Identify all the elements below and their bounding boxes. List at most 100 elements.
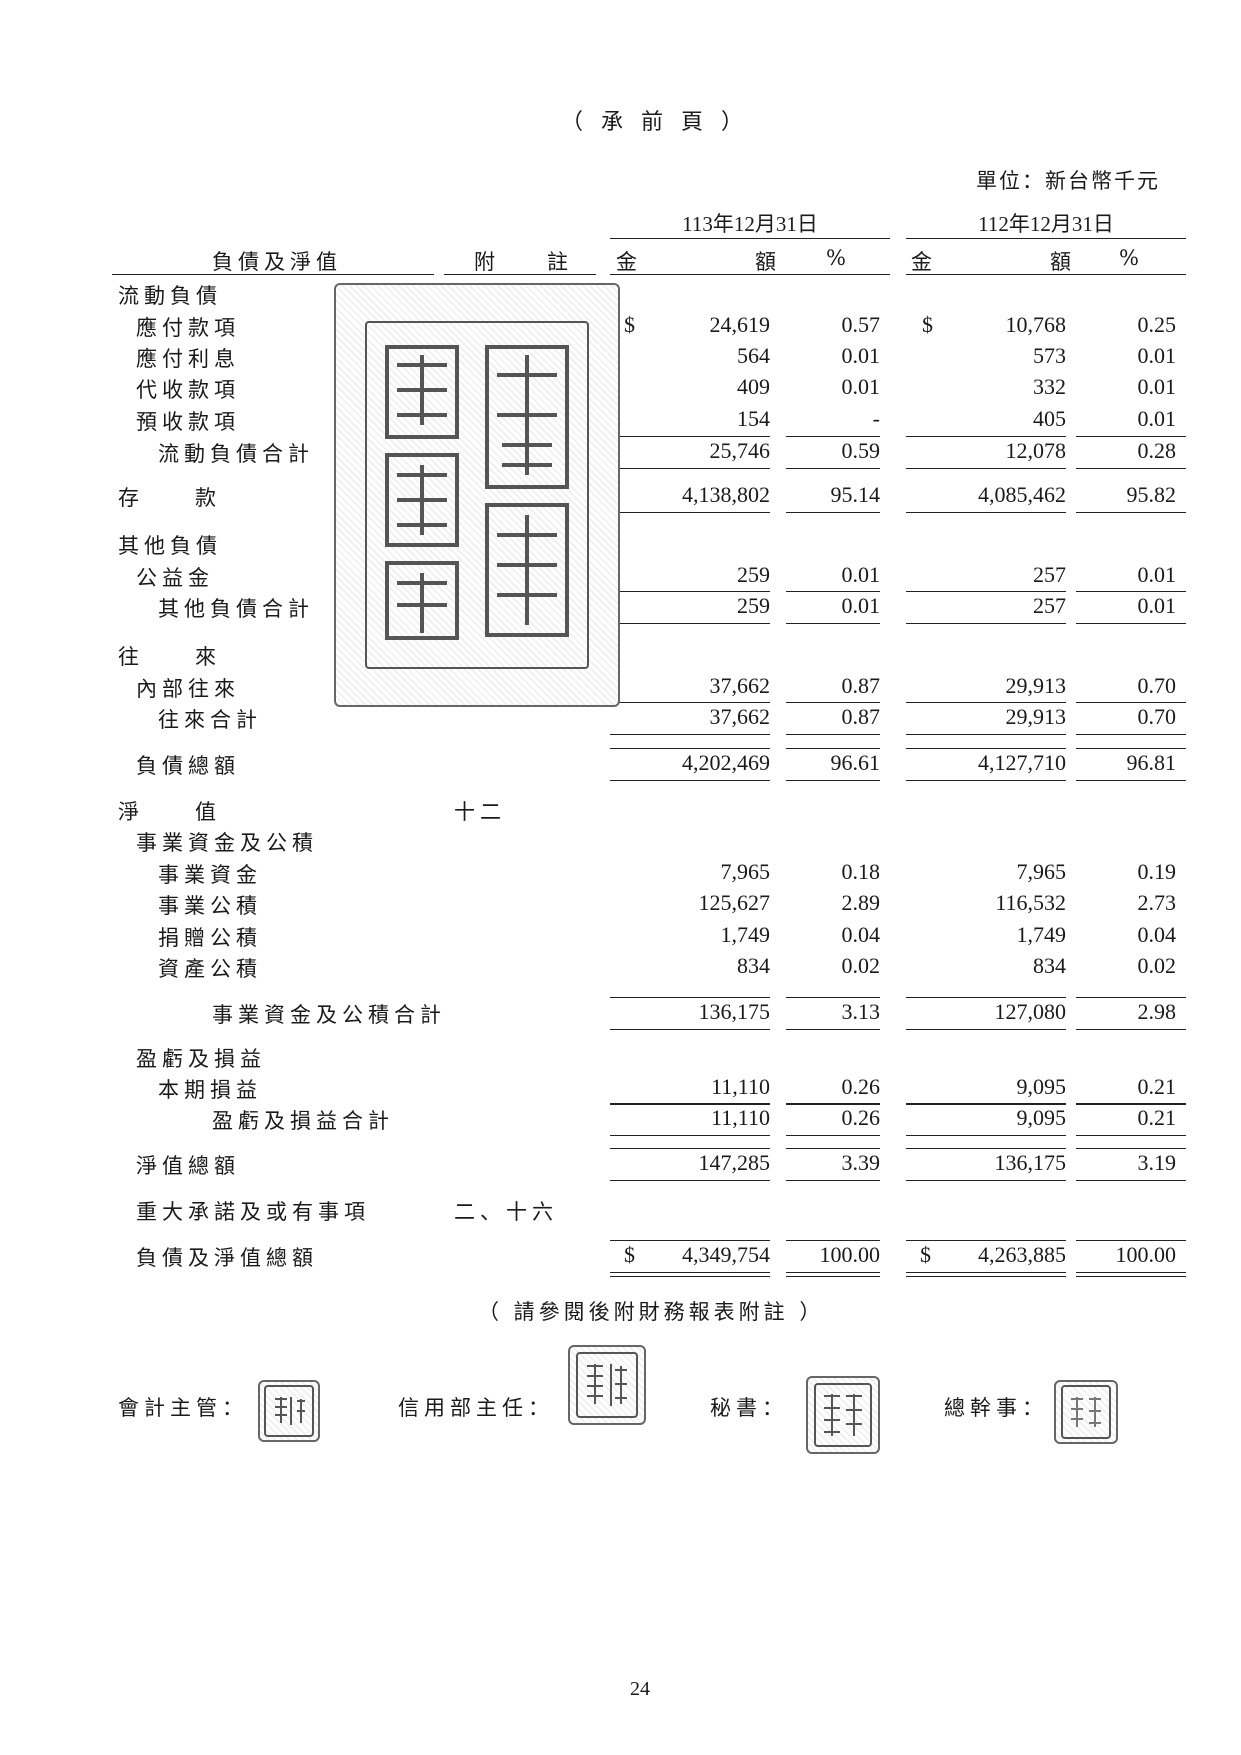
row-label: 內部往來 xyxy=(136,677,240,701)
seal-glyph-icon xyxy=(274,1396,305,1425)
amount-cell: 1,749 xyxy=(720,922,771,947)
row-label: 預收款項 xyxy=(136,410,240,434)
subtotal-rule xyxy=(610,1104,770,1105)
amount-cell: 100.00 xyxy=(819,1242,881,1267)
amount-cell: 0.01 xyxy=(1137,374,1177,399)
amount-cell: 10,768 xyxy=(1005,312,1067,337)
amount-cell: 2.98 xyxy=(1137,999,1177,1024)
amount-cell: 136,175 xyxy=(698,999,771,1024)
subtotal-rule xyxy=(786,1104,880,1105)
subtotal-rule xyxy=(906,623,1066,624)
amount-cell: 29,913 xyxy=(1005,704,1067,729)
row-label: 事業資金 xyxy=(158,863,262,887)
subtotal-rule xyxy=(906,1240,1066,1241)
amount-cell: 573 xyxy=(1033,343,1066,368)
amount-cell: 25,746 xyxy=(709,438,771,463)
company-seal-stamp xyxy=(334,283,620,707)
row-label: 往來 xyxy=(118,645,272,669)
amount-cell: 7,965 xyxy=(1016,859,1067,884)
amount-cell: 834 xyxy=(1033,953,1066,978)
amount-cell: 116,532 xyxy=(995,890,1066,915)
subtotal-rule xyxy=(786,512,880,513)
amount-cell: 0.02 xyxy=(1137,953,1177,978)
subtotal-rule xyxy=(906,1103,1066,1104)
amount-cell: 0.57 xyxy=(841,312,881,337)
continued-heading: （承前頁） xyxy=(561,110,762,135)
amount-cell: 0.04 xyxy=(1137,922,1177,947)
amount-cell: - xyxy=(872,406,880,431)
subtotal-rule xyxy=(1076,1104,1186,1105)
subtotal-rule xyxy=(1076,997,1186,998)
subtotal-rule xyxy=(786,436,880,437)
amount-cell: 147,285 xyxy=(698,1150,771,1175)
period-2024-underline xyxy=(610,238,890,239)
amount-cell: 4,202,469 xyxy=(682,750,770,775)
amount-cell: 0.01 xyxy=(841,374,881,399)
seal-glyph-icon xyxy=(384,344,569,640)
amount-cell: 0.19 xyxy=(1137,859,1177,884)
currency-symbol-2023: $ xyxy=(920,1242,931,1267)
amount-cell: 2.89 xyxy=(841,890,881,915)
amount-cell: 95.82 xyxy=(1126,482,1177,507)
subtotal-rule xyxy=(786,468,880,469)
row-label: 淨值總額 xyxy=(136,1154,240,1178)
amount-cell: 100.00 xyxy=(1115,1242,1177,1267)
subtotal-rule xyxy=(1076,1103,1186,1104)
subtotal-rule xyxy=(786,997,880,998)
subtotal-rule xyxy=(610,623,770,624)
header-rule-2024 xyxy=(610,274,890,275)
currency-symbol-2023: $ xyxy=(922,312,933,337)
amount-cell: 564 xyxy=(737,343,770,368)
row-label: 本期損益 xyxy=(158,1078,262,1102)
subtotal-rule xyxy=(610,780,770,781)
amount-cell: 3.19 xyxy=(1137,1150,1177,1175)
row-label: 應付利息 xyxy=(136,347,240,371)
column-amount-2023-heading: 金額 xyxy=(911,250,1189,274)
column-pct-2024-heading: % xyxy=(826,246,851,270)
amount-cell: 0.01 xyxy=(1137,343,1177,368)
page-number: 24 xyxy=(630,1678,650,1700)
row-label: 盈虧及損益合計 xyxy=(212,1109,394,1133)
amount-cell: 9,095 xyxy=(1016,1074,1067,1099)
signature-label-general-manager: 總幹事： xyxy=(944,1396,1048,1420)
subtotal-rule xyxy=(610,436,770,437)
subtotal-rule xyxy=(786,748,880,749)
subtotal-rule xyxy=(906,734,1066,735)
subtotal-rule xyxy=(906,512,1066,513)
seal-glyph-icon xyxy=(1070,1397,1101,1427)
subtotal-rule xyxy=(1076,623,1186,624)
header-rule-item xyxy=(112,274,434,275)
amount-cell: 0.28 xyxy=(1137,438,1177,463)
amount-cell: 95.14 xyxy=(830,482,881,507)
row-label: 事業資金及公積 xyxy=(136,831,318,855)
amount-cell: 37,662 xyxy=(709,673,771,698)
subtotal-rule xyxy=(786,1240,880,1241)
row-label: 淨值 xyxy=(118,800,272,824)
subtotal-rule xyxy=(786,1029,880,1030)
amount-cell: 0.01 xyxy=(1137,406,1177,431)
grand-total-double-rule xyxy=(906,1272,1066,1277)
subtotal-rule xyxy=(786,1103,880,1104)
subtotal-rule xyxy=(906,1180,1066,1181)
amount-cell: 0.01 xyxy=(1137,593,1177,618)
amount-cell: 136,175 xyxy=(994,1150,1067,1175)
subtotal-rule xyxy=(1076,512,1186,513)
row-label: 重大承諾及或有事項 xyxy=(136,1200,370,1224)
amount-cell: 0.02 xyxy=(841,953,881,978)
amount-cell: 257 xyxy=(1033,562,1066,587)
subtotal-rule xyxy=(610,1148,770,1149)
amount-cell: 24,619 xyxy=(709,312,771,337)
amount-cell: 0.21 xyxy=(1137,1105,1177,1130)
amount-cell: 4,138,802 xyxy=(682,482,770,507)
row-label: 應付款項 xyxy=(136,316,240,340)
amount-cell: 12,078 xyxy=(1005,438,1067,463)
amount-cell: 96.81 xyxy=(1126,750,1177,775)
subtotal-rule xyxy=(786,1135,880,1136)
subtotal-rule xyxy=(610,1029,770,1030)
amount-cell: 3.39 xyxy=(841,1150,881,1175)
row-label: 流動負債合計 xyxy=(158,442,314,466)
subtotal-rule xyxy=(1076,1135,1186,1136)
column-pct-2023-heading: % xyxy=(1119,246,1144,270)
subtotal-rule xyxy=(1076,780,1186,781)
subtotal-rule xyxy=(786,780,880,781)
